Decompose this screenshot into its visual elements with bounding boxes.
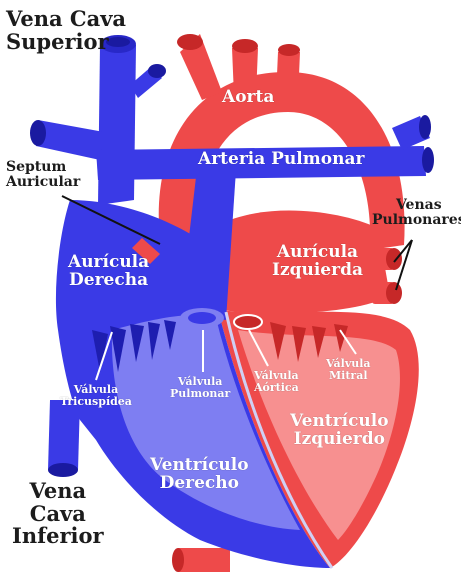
label-ventriculo-izquierdo: Ventrículo Izquierdo: [290, 412, 389, 449]
label-vena-cava-superior: Vena Cava Superior: [6, 8, 126, 53]
aortic-valve-ring: [234, 315, 262, 329]
label-aorta: Aorta: [222, 88, 274, 106]
label-valvula-mitral: Válvula Mitral: [326, 358, 371, 382]
label-valvula-pulmonar: Válvula Pulmonar: [170, 376, 230, 400]
label-vena-cava-inferior: Vena Cava Inferior: [12, 480, 104, 548]
label-valvula-aortica: Válvula Aórtica: [254, 370, 299, 394]
label-ventriculo-derecho: Ventrículo Derecho: [150, 456, 249, 493]
pulmonary-artery-branches: [96, 115, 434, 180]
label-septum-auricular: Septum Auricular: [6, 160, 80, 190]
label-arteria-pulmonar: Arteria Pulmonar: [198, 150, 364, 168]
label-auricula-derecha: Aurícula Derecha: [68, 253, 149, 290]
label-auricula-izquierda: Aurícula Izquierda: [272, 243, 363, 280]
label-venas-pulmonares: Venas Pulmonares: [372, 198, 461, 228]
label-valvula-tricuspidea: Válvula Tricuspídea: [60, 384, 132, 408]
